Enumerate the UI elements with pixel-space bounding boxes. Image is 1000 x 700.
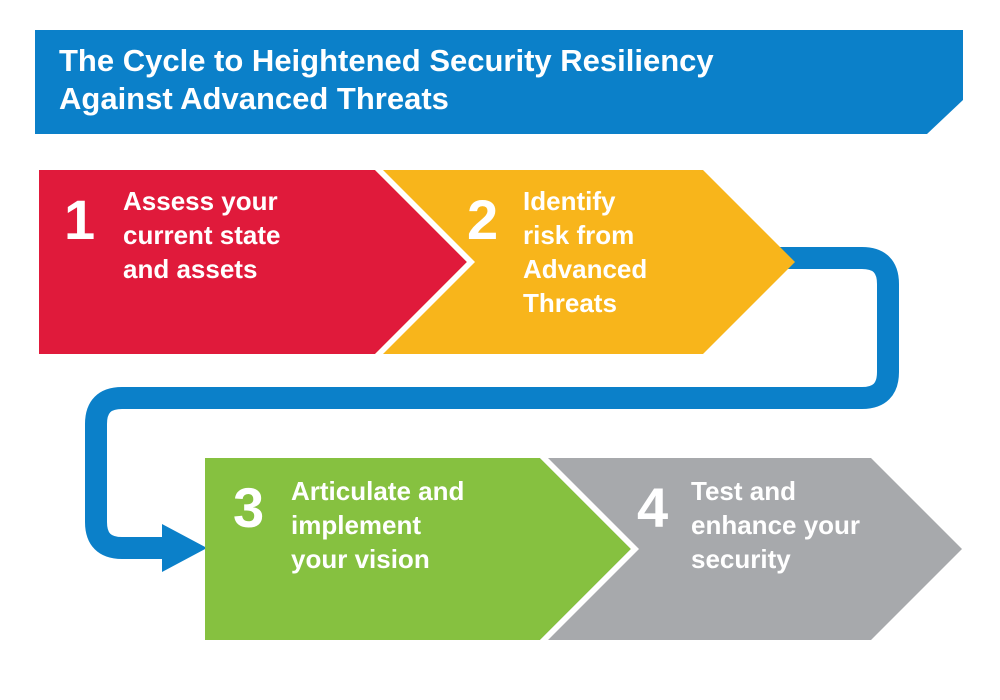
step-4-line-2: enhance your bbox=[691, 510, 861, 540]
title-line-2: Against Advanced Threats bbox=[59, 81, 449, 116]
step-3-line-3: your vision bbox=[291, 544, 430, 574]
step-1-label: Assess your current state and assets bbox=[123, 184, 281, 286]
step-1-line-1: Assess your bbox=[123, 186, 278, 216]
step-2: 2 Identify risk from Advanced Threats bbox=[375, 170, 800, 354]
step-4-label: Test and enhance your security bbox=[691, 474, 860, 576]
step-3-chevron bbox=[205, 458, 631, 640]
step-2-line-3: Advanced bbox=[523, 254, 648, 284]
step-1: 1 Assess your current state and assets bbox=[39, 170, 469, 354]
step-4-chevron bbox=[540, 458, 962, 640]
step-1-line-3: and assets bbox=[123, 254, 258, 284]
step-2-line-4: Threats bbox=[523, 288, 617, 318]
step-2-number: 2 bbox=[467, 188, 499, 251]
title-line-1: The Cycle to Heightened Security Resilie… bbox=[59, 43, 714, 78]
step-2-label: Identify risk from Advanced Threats bbox=[523, 184, 647, 320]
step-4-line-1: Test and bbox=[691, 476, 796, 506]
connector-arrowhead bbox=[162, 524, 207, 572]
step-1-chevron bbox=[39, 170, 467, 354]
step-3: 3 Articulate and implement your vision bbox=[205, 458, 635, 640]
title-banner: The Cycle to Heightened Security Resilie… bbox=[35, 30, 963, 134]
connector-path bbox=[85, 247, 899, 559]
step-2-chevron bbox=[375, 170, 795, 354]
step-3-label: Articulate and implement your vision bbox=[291, 474, 464, 576]
step-4: 4 Test and enhance your security bbox=[540, 458, 965, 640]
step-2-line-2: risk from bbox=[523, 220, 635, 250]
step-2-line-1: Identify bbox=[523, 186, 616, 216]
step-3-line-1: Articulate and bbox=[291, 476, 465, 506]
step-3-line-2: implement bbox=[291, 510, 422, 540]
step-1-number: 1 bbox=[64, 188, 96, 251]
page-title: The Cycle to Heightened Security Resilie… bbox=[59, 42, 919, 118]
title-banner-shape bbox=[35, 30, 963, 134]
step-1-line-2: current state bbox=[123, 220, 281, 250]
step-3-number: 3 bbox=[233, 476, 265, 539]
step-4-line-3: security bbox=[691, 544, 791, 574]
step-4-number: 4 bbox=[637, 476, 669, 539]
